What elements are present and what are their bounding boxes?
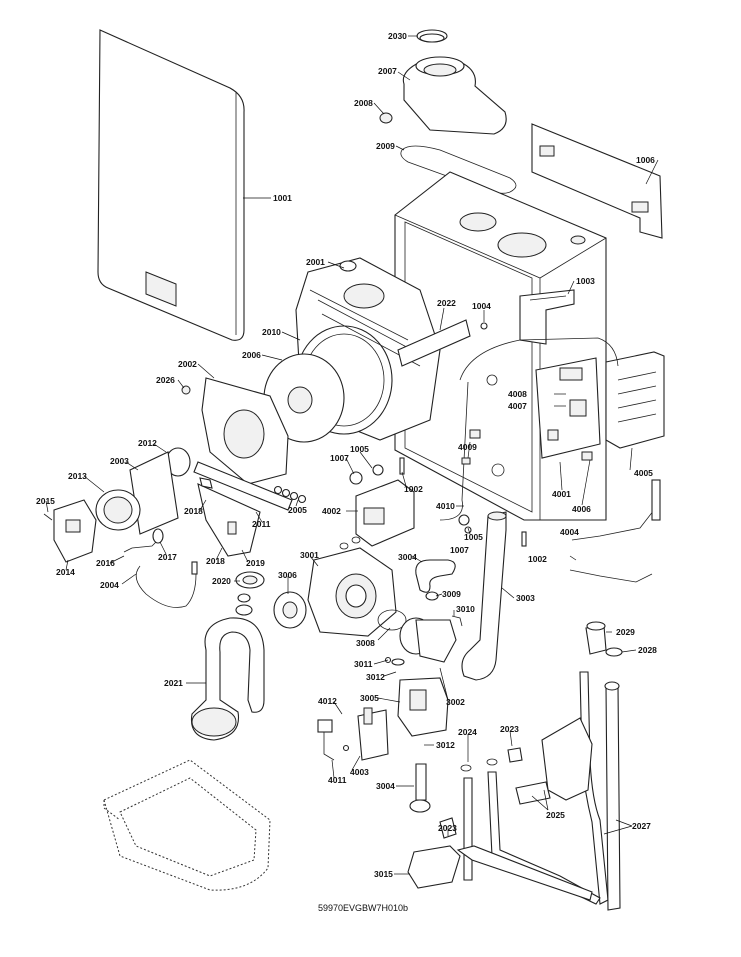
callout-2020: 2020 xyxy=(212,576,231,586)
callout-3012-upper: 3012 xyxy=(366,672,385,682)
callout-4001: 4001 xyxy=(552,489,571,499)
callout-1006: 1006 xyxy=(636,155,655,165)
air-tube xyxy=(415,559,463,627)
callout-1005-lower: 1005 xyxy=(464,532,483,542)
callout-2023-lower: 2023 xyxy=(438,823,457,833)
leader-lines xyxy=(45,35,659,875)
callout-2021: 2021 xyxy=(164,678,183,688)
callout-3008: 3008 xyxy=(356,638,375,648)
callout-2030: 2030 xyxy=(388,31,407,41)
callout-2008: 2008 xyxy=(354,98,373,108)
callout-labels: 1001 2030 2007 2008 2009 1006 1003 1004 … xyxy=(36,31,657,879)
callout-2004: 2004 xyxy=(100,580,119,590)
callout-2027: 2027 xyxy=(632,821,651,831)
callout-3010: 3010 xyxy=(456,604,475,614)
callout-3004-lower: 3004 xyxy=(376,781,395,791)
callout-1003: 1003 xyxy=(576,276,595,286)
fan-assembly xyxy=(273,536,407,637)
callout-2006: 2006 xyxy=(242,350,261,360)
callout-2013: 2013 xyxy=(68,471,87,481)
flue-adaptor xyxy=(379,29,517,194)
callout-3006: 3006 xyxy=(278,570,297,580)
callout-2028: 2028 xyxy=(638,645,657,655)
callout-2005: 2005 xyxy=(288,505,307,515)
air-intake-pipe xyxy=(461,511,507,681)
callout-2010: 2010 xyxy=(262,327,281,337)
callout-2022: 2022 xyxy=(437,298,456,308)
callout-3012-lower: 3012 xyxy=(436,740,455,750)
callout-3002: 3002 xyxy=(446,697,465,707)
callout-2007: 2007 xyxy=(378,66,397,76)
callout-2016: 2016 xyxy=(96,558,115,568)
callout-3005: 3005 xyxy=(360,693,379,703)
callout-1002-upper: 1002 xyxy=(404,484,423,494)
condensate-trap xyxy=(190,571,265,741)
callout-1002-lower: 1002 xyxy=(528,554,547,564)
callout-1007-upper: 1007 xyxy=(330,453,349,463)
pcb-assembly xyxy=(535,357,601,461)
pipework xyxy=(407,621,623,911)
callout-3015: 3015 xyxy=(374,869,393,879)
callout-4003: 4003 xyxy=(350,767,369,777)
callout-3004-upper: 3004 xyxy=(398,552,417,562)
callout-2012: 2012 xyxy=(138,438,157,448)
callout-2002: 2002 xyxy=(178,359,197,369)
callout-4011: 4011 xyxy=(328,775,347,785)
callout-4002: 4002 xyxy=(322,506,341,516)
control-box-4002 xyxy=(355,479,415,547)
callout-4007: 4007 xyxy=(508,401,527,411)
callout-4012: 4012 xyxy=(318,696,337,706)
callout-2019: 2019 xyxy=(246,558,265,568)
callout-1007-lower: 1007 xyxy=(450,545,469,555)
callout-3009: 3009 xyxy=(442,589,461,599)
callout-2001: 2001 xyxy=(306,257,325,267)
callout-4006: 4006 xyxy=(572,504,591,514)
callout-2018-lower: 2018 xyxy=(206,556,225,566)
callout-2011: 2011 xyxy=(252,519,271,529)
callout-2017: 2017 xyxy=(158,552,177,562)
rear-bracket xyxy=(531,123,663,239)
callout-3011: 3011 xyxy=(354,659,373,669)
callout-3003: 3003 xyxy=(516,593,535,603)
callout-1001: 1001 xyxy=(273,193,292,203)
callout-4005: 4005 xyxy=(634,468,653,478)
callout-1004: 1004 xyxy=(472,301,491,311)
bracket-4003 xyxy=(317,707,389,761)
callout-1005-upper: 1005 xyxy=(350,444,369,454)
callout-2009: 2009 xyxy=(376,141,395,151)
callout-2003: 2003 xyxy=(110,456,129,466)
electrode-assembly xyxy=(43,499,198,608)
gas-valve xyxy=(391,617,457,737)
base-tray xyxy=(103,759,271,891)
fasteners xyxy=(349,322,527,664)
callout-2025: 2025 xyxy=(546,810,565,820)
callout-2014: 2014 xyxy=(56,567,75,577)
callout-2023-upper: 2023 xyxy=(500,724,519,734)
burner-front-plate xyxy=(181,377,307,511)
wiring-harness xyxy=(439,337,661,583)
callout-2026: 2026 xyxy=(156,375,175,385)
burner-cylinder xyxy=(95,447,191,535)
drawing-reference: 59970EVGBW7H010b xyxy=(318,903,408,913)
callout-4008: 4008 xyxy=(508,389,527,399)
callout-3001: 3001 xyxy=(300,550,319,560)
callout-2018-upper: 2018 xyxy=(184,506,203,516)
callout-2029: 2029 xyxy=(616,627,635,637)
heat-exchanger xyxy=(263,257,471,443)
front-casing xyxy=(97,29,245,341)
terminal-strip xyxy=(605,351,665,449)
callout-4010: 4010 xyxy=(436,501,455,511)
callout-4004: 4004 xyxy=(560,527,579,537)
flue-hood xyxy=(197,477,261,557)
callout-2015: 2015 xyxy=(36,496,55,506)
callout-4009: 4009 xyxy=(458,442,477,452)
callout-2024: 2024 xyxy=(458,727,477,737)
